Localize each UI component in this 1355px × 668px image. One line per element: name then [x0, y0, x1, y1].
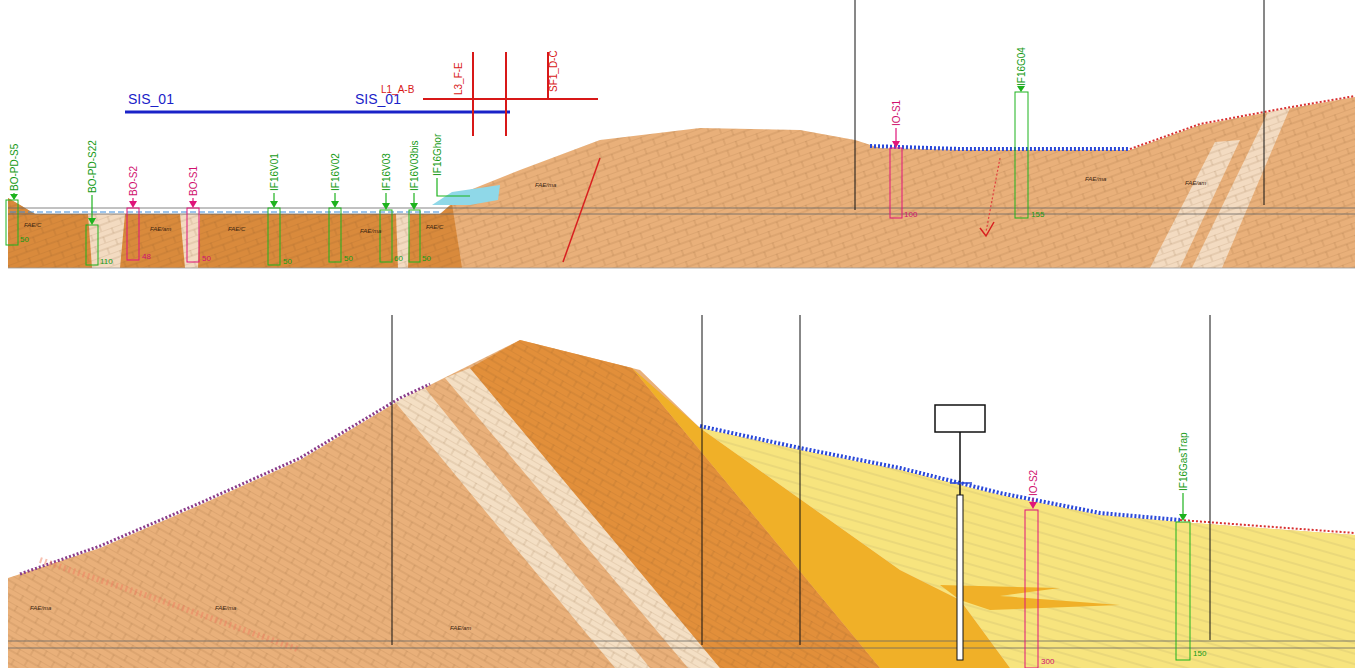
formation-label: FAE/ma — [30, 605, 51, 612]
formation-label: FAE/C — [24, 222, 41, 229]
borehole-name: IF16V01 — [269, 153, 280, 191]
formation-label: FAE/ma — [535, 182, 556, 189]
formation-label: FAE/C — [426, 224, 443, 231]
depth-number: 50 — [202, 255, 211, 264]
depth-number: 100 — [904, 211, 917, 220]
borehole-name: BO-PD-S22 — [87, 140, 98, 193]
borehole-name: IF16GasTrap — [1178, 432, 1189, 491]
formation-label: FAE/ma — [360, 228, 381, 235]
section-name: L3_F-E — [453, 62, 464, 95]
depth-number: 110 — [100, 258, 113, 267]
borehole-name: IF16V03bis — [409, 140, 420, 191]
borehole-name: BO-S1 — [188, 166, 199, 196]
section-name: SIS_01 — [128, 92, 174, 107]
depth-number: 60 — [394, 255, 403, 264]
borehole-name: IF16V03 — [381, 153, 392, 191]
depth-number: 50 — [344, 255, 353, 264]
borehole-name: IO-S2 — [1028, 470, 1039, 496]
formation-label: FAE/ma — [215, 605, 236, 612]
formation-label: FAE/am — [150, 226, 171, 233]
formation-label: FAE/am — [1185, 180, 1206, 187]
formation-label: FAE/C — [228, 226, 245, 233]
formation-label: FAE/ma — [1085, 176, 1106, 183]
depth-number: 50 — [20, 236, 29, 245]
borehole-name: IF16Ghor — [432, 134, 443, 176]
section-name: SF1_D-C — [548, 50, 559, 92]
depth-number: 50 — [283, 258, 292, 267]
depth-number: 155 — [1031, 211, 1044, 220]
depth-number: 50 — [422, 255, 431, 264]
borehole-name: IF16G04 — [1016, 47, 1027, 86]
borehole-name: IF16V02 — [330, 153, 341, 191]
depth-number: 150 — [1193, 650, 1206, 659]
depth-number: 48 — [142, 253, 151, 262]
borehole-name: BO-PD-S5 — [9, 144, 20, 191]
borehole-name: IO-S1 — [891, 100, 902, 126]
section-name: L1_A-B — [381, 84, 414, 95]
formation-label: FAE/am — [450, 625, 471, 632]
borehole-name: BO-S2 — [128, 166, 139, 196]
depth-number: 300 — [1041, 658, 1054, 667]
